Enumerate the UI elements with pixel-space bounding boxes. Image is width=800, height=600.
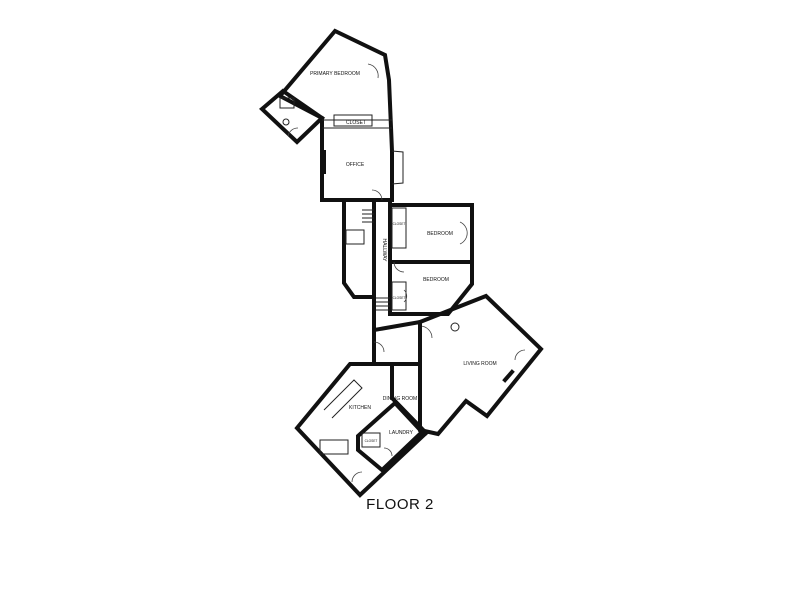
- living-room-door-swing: [514, 349, 526, 361]
- bath-tub: [345, 229, 365, 245]
- hall-bath-walls: [342, 199, 376, 299]
- primary-bedroom-label: PRIMARY BEDROOM: [310, 71, 360, 77]
- primary-bedroom-door-swing: [367, 63, 379, 79]
- bedroom-lower-door-swing: [393, 261, 405, 273]
- primary-bath-walls: [259, 88, 326, 145]
- bedroom-wing: BEDROOM CLOSET BEDROOM CLOSET HALLWAY: [342, 199, 474, 332]
- living-room-label: LIVING ROOM: [463, 361, 496, 367]
- laundry-closet-label: CLOSET: [365, 439, 378, 443]
- bedroom-lower-label: BEDROOM: [423, 277, 449, 283]
- bedroom-upper-door-swing: [459, 221, 468, 245]
- office-door-swing: [371, 189, 383, 201]
- living-room-ceiling-fixture: [450, 322, 460, 332]
- bath-toilet: [282, 118, 290, 126]
- floor-label: FLOOR 2: [366, 496, 434, 513]
- upper-closet-outline: [391, 207, 407, 249]
- hallway-label: HALLWAY: [381, 239, 387, 263]
- office-label: OFFICE: [346, 162, 365, 168]
- closet-rod: [333, 114, 373, 127]
- dining-kitchen: DINING ROOM KITCHEN LAUNDRY CLOSET: [294, 319, 429, 498]
- kitchen-island: [319, 439, 349, 455]
- kitchen-label: KITCHEN: [349, 405, 371, 411]
- kitchen-walls: [294, 362, 429, 498]
- living-room-fireplace: [502, 369, 515, 383]
- bedroom-lower-walls: [388, 260, 474, 316]
- bath-door-swing: [287, 127, 299, 137]
- upper-closet-label: CLOSET: [393, 222, 406, 226]
- primary-closet-label: CLOSET: [346, 120, 366, 126]
- dining-room-label: DINING ROOM: [383, 396, 417, 402]
- laundry-closet-outline: [361, 432, 381, 448]
- lower-closet-door-swing: [403, 289, 408, 303]
- primary-suite: PRIMARY BEDROOM CLOSET OFFICE: [259, 28, 404, 202]
- dining-door-swing: [373, 341, 385, 353]
- bath-vanity: [279, 97, 295, 109]
- laundry-door-swing: [383, 447, 393, 457]
- office-bay-window: [391, 150, 404, 185]
- living-room: LIVING ROOM: [418, 293, 544, 437]
- laundry-label: LAUNDRY: [389, 430, 413, 436]
- lower-closet-label: CLOSET: [393, 296, 406, 300]
- lower-closet-outline: [391, 281, 407, 311]
- kitchen-door-swing: [351, 471, 363, 483]
- stairs: [362, 209, 390, 311]
- bedroom-upper-label: BEDROOM: [427, 231, 453, 237]
- laundry-walls: [356, 400, 425, 473]
- kitchen-counter: [323, 379, 363, 419]
